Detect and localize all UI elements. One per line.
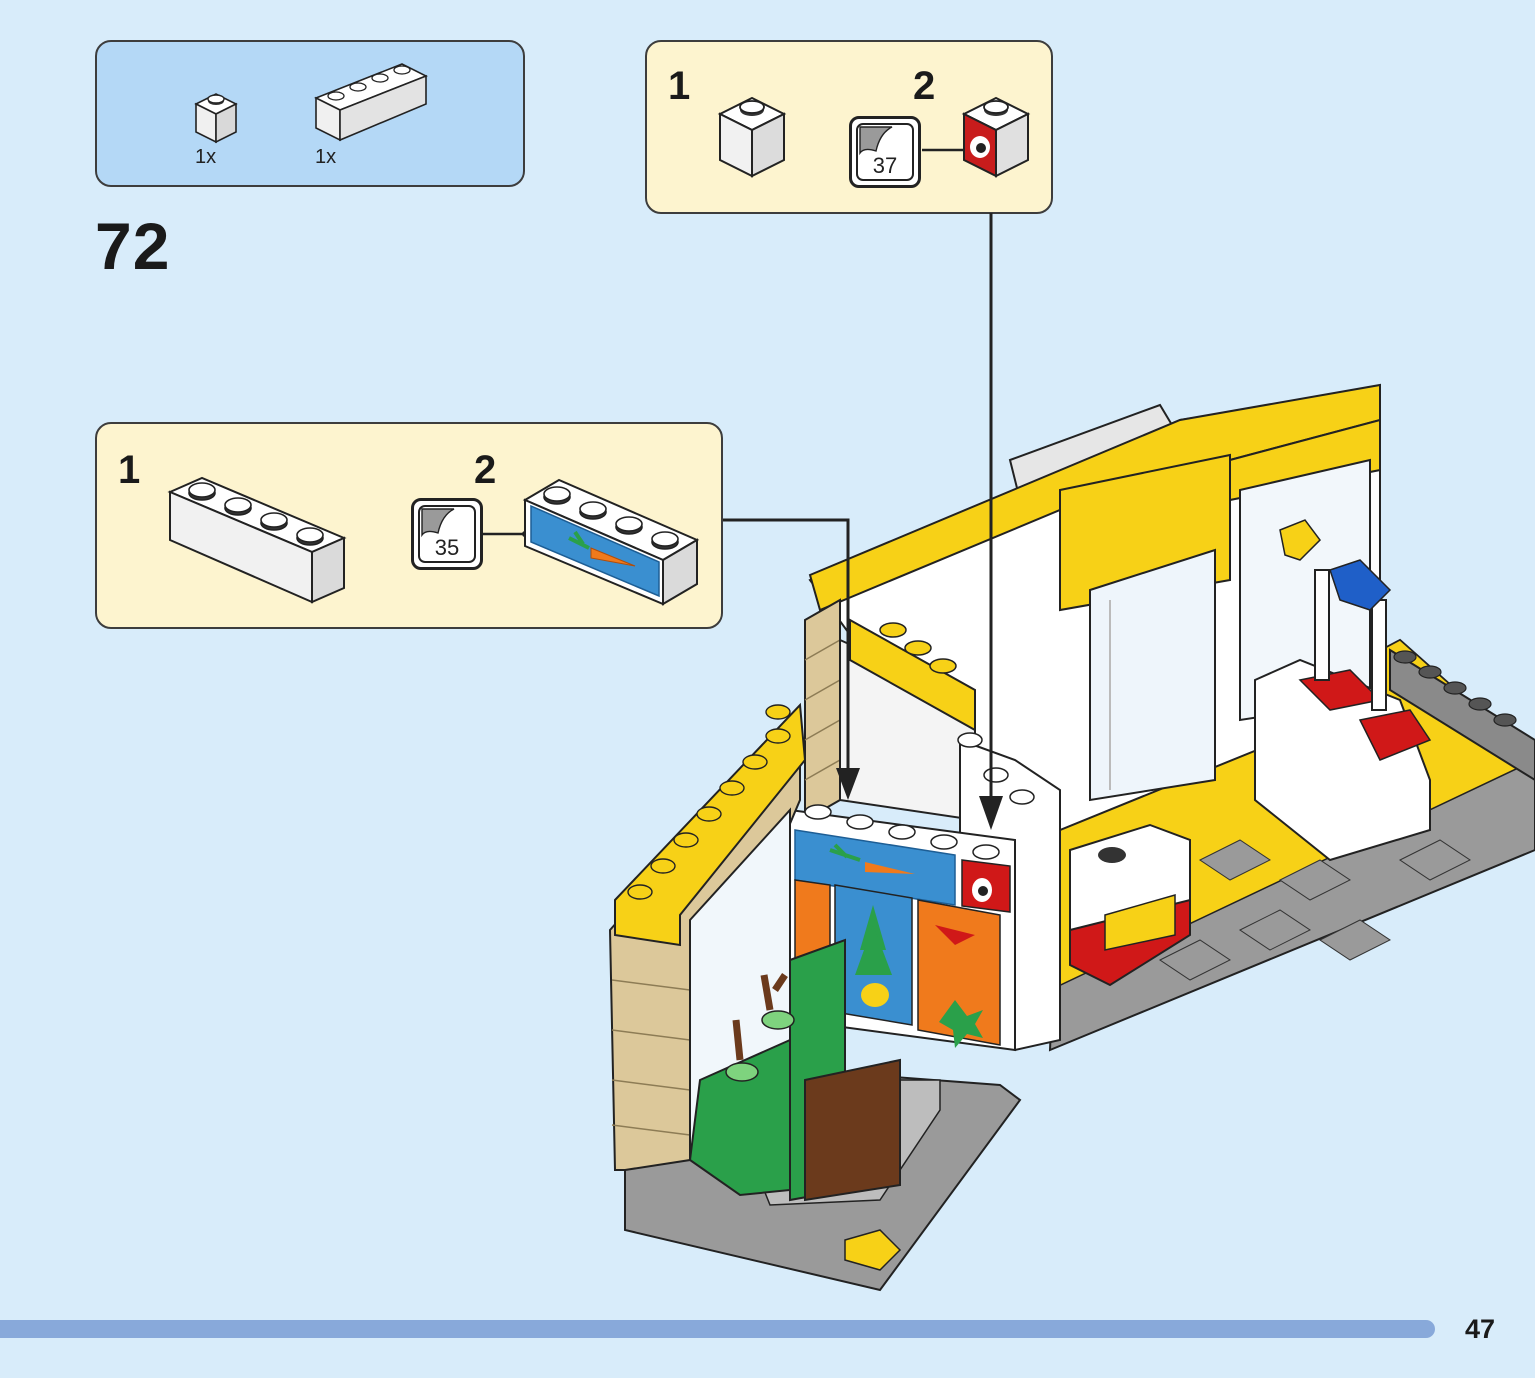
white-1x1-brick-icon <box>194 93 238 144</box>
sticker-peel-icon <box>859 126 893 156</box>
substep-number: 2 <box>913 64 936 108</box>
substep-number: 1 <box>668 64 691 108</box>
sticker-number-badge: 37 <box>849 116 921 188</box>
substep-number: 1 <box>118 448 141 492</box>
progress-bar <box>0 1320 1435 1338</box>
quantity-label: 1x <box>195 146 217 168</box>
sticker-peel-icon <box>421 508 455 538</box>
white-1x4-brick-icon <box>314 63 428 142</box>
substep-number: 2 <box>474 448 497 492</box>
quantity-label: 1x <box>315 146 337 168</box>
sticker-number-badge: 35 <box>411 498 483 570</box>
white-1x4-brick-icon <box>167 476 347 604</box>
white-1x4-brick-carrot-sticker-icon <box>483 478 700 606</box>
page-number: 47 <box>1465 1314 1496 1344</box>
parts-list-box <box>95 40 525 187</box>
step-number: 72 <box>95 209 171 283</box>
white-1x1-brick-eye-sticker-icon <box>922 96 1031 178</box>
sticker-number: 35 <box>434 535 460 560</box>
white-1x1-brick-icon <box>717 96 787 178</box>
sticker-number: 37 <box>872 153 898 178</box>
